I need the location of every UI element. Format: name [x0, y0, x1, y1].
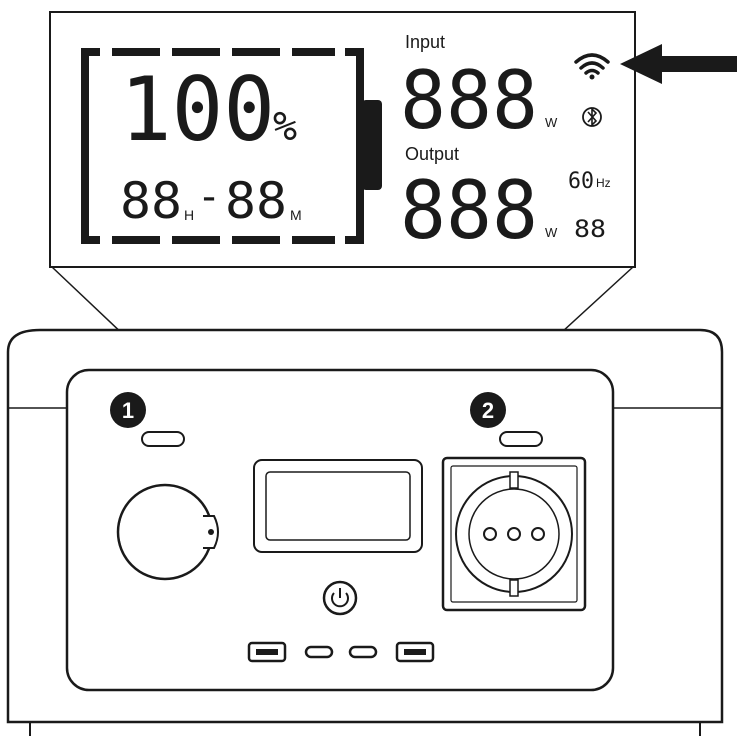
battery-terminal [362, 100, 382, 190]
hours-unit: H [184, 207, 194, 223]
power-icon [331, 592, 349, 608]
minutes-unit: M [290, 207, 302, 223]
percent-sign: % [273, 104, 297, 150]
output-label: Output [405, 144, 459, 164]
frequency-value: 60 [568, 169, 594, 194]
outlet-hole-right [531, 527, 545, 541]
usb-c-port-left [304, 645, 334, 659]
usb-a-port-right [395, 641, 435, 663]
small-readout: 88 [574, 215, 606, 243]
usb-c-port-right [348, 645, 378, 659]
callout-2-number: 2 [482, 398, 494, 423]
pointer-arrow [620, 44, 737, 84]
ac-outlet [441, 456, 587, 612]
bluetooth-icon [582, 107, 602, 127]
right-button[interactable] [499, 431, 543, 447]
input-label: Input [405, 32, 445, 52]
output-unit: W [545, 225, 558, 240]
outlet-hole-left [483, 527, 497, 541]
input-watts: 888 [400, 54, 538, 147]
callout-1-number: 1 [122, 398, 134, 423]
remaining-minutes: 88 [225, 172, 287, 230]
frequency-unit: Hz [596, 176, 611, 190]
left-button[interactable] [141, 431, 185, 447]
lcd-zoom-panel: 100 % 88 H - 88 M Input 888 W Output 888… [49, 11, 636, 268]
output-watts: 888 [400, 164, 538, 257]
car-socket [116, 483, 219, 581]
usb-a-port-left [247, 641, 287, 663]
power-button[interactable] [322, 580, 358, 616]
callout-2: 2 [470, 392, 506, 428]
outlet-hole-center [507, 527, 521, 541]
callout-1: 1 [110, 392, 146, 428]
battery-percent: 100 [120, 58, 275, 161]
remaining-hours: 88 [120, 172, 182, 230]
device-screen [265, 471, 411, 541]
wifi-icon [574, 53, 610, 80]
battery-outline [81, 48, 364, 244]
time-separator: - [197, 174, 221, 220]
input-unit: W [545, 115, 558, 130]
